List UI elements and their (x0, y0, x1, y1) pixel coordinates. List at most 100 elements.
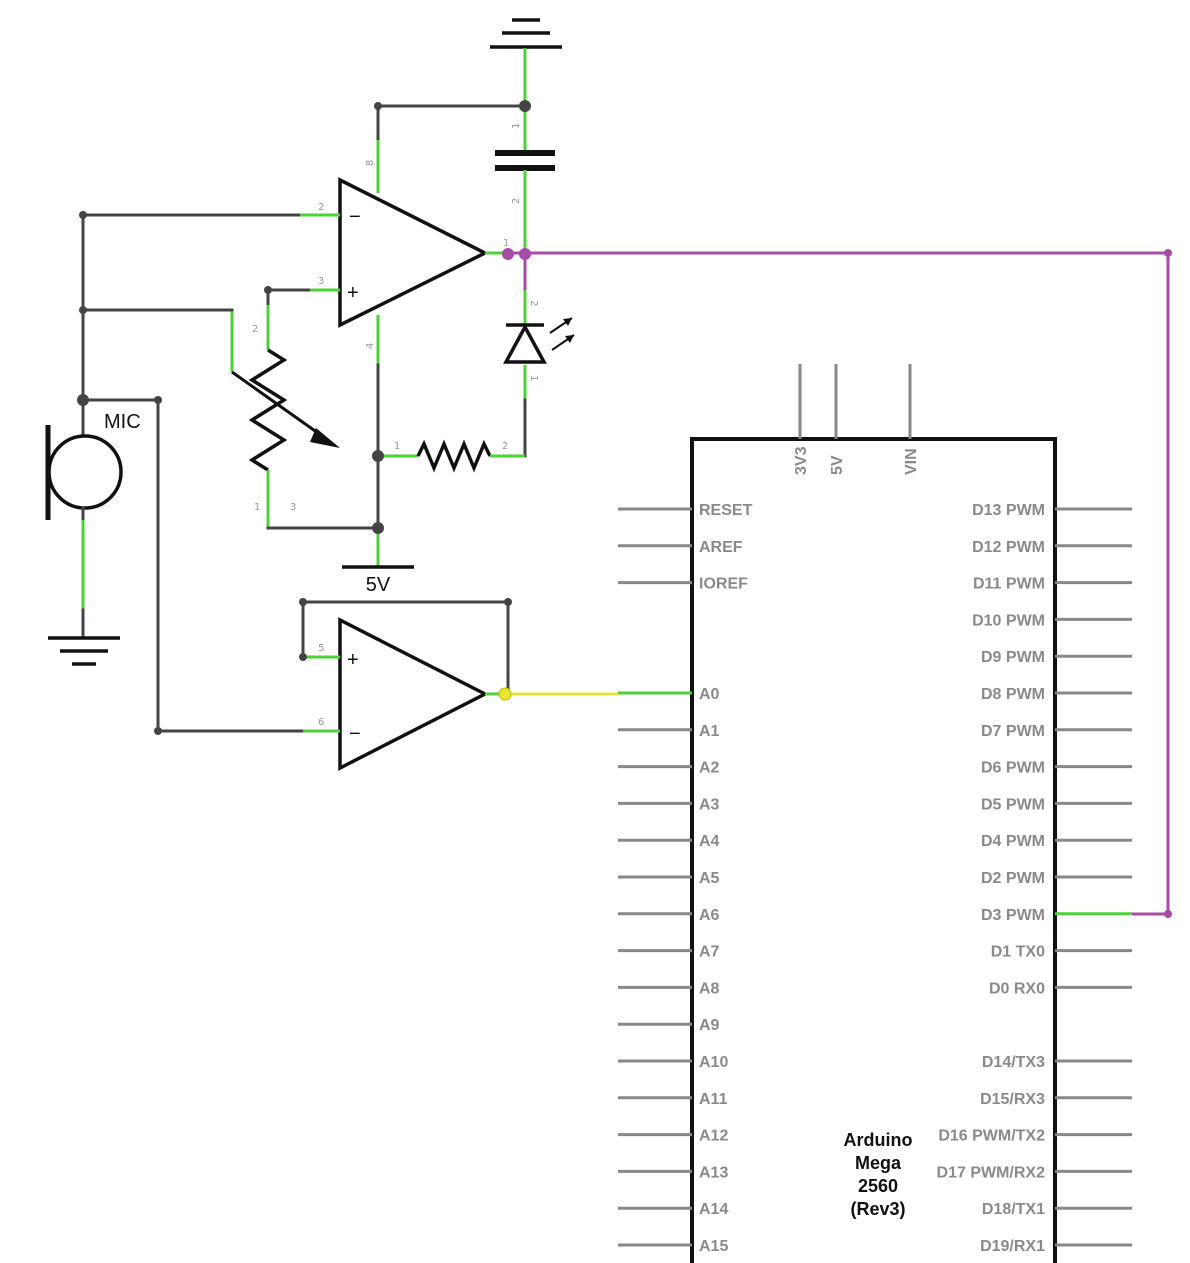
arduino-pin-label-aref: AREF (699, 539, 743, 556)
opamp-2-pin-6-num: 6 (318, 717, 324, 728)
arduino-pin-label-d14-tx3: D14/TX3 (982, 1054, 1045, 1071)
arduino-pin-label-a4: A4 (699, 833, 720, 850)
arduino-pin-label-a14: A14 (699, 1201, 728, 1218)
arduino-pin-label-a8: A8 (699, 980, 720, 997)
led-pin-2-num: 2 (528, 300, 539, 306)
resistor-pin-2-num: 2 (502, 441, 508, 452)
arduino-pin-label-d17-pwm-rx2: D17 PWM/RX2 (937, 1164, 1046, 1181)
arduino-pin-label-d8-pwm: D8 PWM (981, 686, 1045, 703)
arduino-pin-label-d15-rx3: D15/RX3 (980, 1091, 1045, 1108)
arduino-pin-label-d4-pwm: D4 PWM (981, 833, 1045, 850)
opamp-2-plus-sign: + (347, 649, 359, 671)
arduino-pin-d2-pwm: D2 PWM (981, 870, 1132, 887)
arduino-pin-d19-rx1: D19/RX1 (980, 1238, 1132, 1255)
arduino-pin-label-d10-pwm: D10 PWM (972, 612, 1045, 629)
arduino-pin-label-a2: A2 (699, 760, 720, 777)
potentiometer-pin-3-num: 3 (290, 502, 296, 513)
microphone: MIC (45, 213, 160, 733)
arduino-pin-d17-pwm-rx2: D17 PWM/RX2 (937, 1164, 1132, 1181)
arduino-pin-d16-pwm-tx2: D16 PWM/TX2 (938, 1128, 1132, 1145)
opamp-2-minus-sign: − (349, 723, 361, 745)
arduino-pin-label-3v3: 3V3 (793, 446, 810, 475)
opamp-2-pin-5-num: 5 (318, 643, 324, 654)
arduino-pin-a14: A14 (618, 1201, 728, 1218)
arduino-pin-label-a0: A0 (699, 686, 720, 703)
arduino-pin-label-a15: A15 (699, 1238, 728, 1255)
arduino-pin-label-a13: A13 (699, 1164, 728, 1181)
arduino-pin-d4-pwm: D4 PWM (981, 833, 1132, 850)
arduino-pin-d3-pwm: D3 PWM (981, 907, 1132, 924)
opamp-1-pin-2-num: 2 (318, 202, 324, 213)
opamp-1-pin-8-num: 8 (365, 160, 376, 166)
arduino-pin-reset: RESET (618, 502, 753, 519)
opamp-1-triangle (338, 177, 489, 328)
opamp-2-triangle (338, 617, 489, 771)
arduino-pin-a4: A4 (618, 833, 720, 850)
arduino-pin-label-5v: 5V (829, 455, 846, 475)
arduino-pin-label-a5: A5 (699, 870, 720, 887)
capacitor-pin-1-num: 1 (511, 123, 522, 129)
arduino-pin-label-d6-pwm: D6 PWM (981, 760, 1045, 777)
arduino-right-pins: D13 PWM D12 PWM D11 PWM D10 PWM D9 PWM D8 PWM… (937, 502, 1132, 1255)
arduino-pin-a13: A13 (618, 1164, 728, 1181)
arduino-pin-a12: A12 (618, 1128, 728, 1145)
arduino-board-outline (690, 437, 1057, 1263)
arduino-pin-label-a1: A1 (699, 723, 720, 740)
led-pin-1-num: 1 (528, 375, 539, 381)
arduino-pin-a5: A5 (618, 870, 720, 887)
arduino-pin-d11-pwm: D11 PWM (973, 576, 1132, 593)
arduino-pin-d14-tx3: D14/TX3 (982, 1054, 1132, 1071)
arduino-pin-d7-pwm: D7 PWM (981, 723, 1132, 740)
junction-nodes (77, 100, 531, 735)
opamp-1-plus-sign: + (347, 282, 359, 304)
opamp-1-minus-sign: − (349, 206, 361, 228)
arduino-pin-d13-pwm: D13 PWM (972, 502, 1132, 519)
arduino-pin-label-d19-rx1: D19/RX1 (980, 1238, 1045, 1255)
arduino-pin-label-d3-pwm: D3 PWM (981, 907, 1045, 924)
potentiometer: 2 1 3 (230, 288, 380, 530)
arduino-pin-label-a12: A12 (699, 1128, 728, 1145)
arduino-pin-label-reset: RESET (699, 502, 753, 519)
potentiometer-pin-1-num: 1 (254, 502, 260, 513)
arduino-mega-board: 3V3 5V VIN RESET AREF IOREF A0A1A2A3A4A5A6A7A… (618, 364, 1132, 1263)
arduino-pin-3v3: 3V3 (793, 364, 810, 475)
arduino-pin-label-d13-pwm: D13 PWM (972, 502, 1045, 519)
arduino-pin-5v: 5V (829, 364, 846, 475)
opamp-1-pin-1-num: 1 (503, 238, 509, 249)
arduino-pin-label-d1-tx0: D1 TX0 (991, 944, 1045, 961)
capacitor: 1 2 (495, 106, 555, 250)
arduino-pin-label-a10: A10 (699, 1054, 728, 1071)
arduino-pin-label-d18-tx1: D18/TX1 (982, 1201, 1045, 1218)
arduino-name-line-4: (Rev3) (850, 1199, 905, 1219)
arduino-pin-label-d5-pwm: D5 PWM (981, 796, 1045, 813)
arduino-pin-label-d0-rx0: D0 RX0 (989, 980, 1045, 997)
opamp-1-pin-4-num: 4 (365, 343, 376, 349)
arduino-pin-ioref: IOREF (618, 576, 748, 593)
arduino-pin-label-d9-pwm: D9 PWM (981, 649, 1045, 666)
a0-net-wire (498, 687, 618, 701)
arduino-pin-label-d16-pwm-tx2: D16 PWM/TX2 (938, 1128, 1045, 1145)
arduino-pin-label-d11-pwm: D11 PWM (973, 576, 1045, 593)
arduino-pin-d8-pwm: D8 PWM (981, 686, 1132, 703)
supply-5v-label: 5V (366, 574, 391, 596)
arduino-pin-a11: A11 (618, 1091, 728, 1108)
arduino-pin-label-d7-pwm: D7 PWM (981, 723, 1045, 740)
arduino-top-pins: 3V3 5V VIN (793, 364, 920, 475)
arduino-pin-label-d12-pwm: D12 PWM (972, 539, 1045, 556)
arduino-pin-vin: VIN (903, 364, 920, 475)
arduino-pin-a7: A7 (618, 944, 720, 961)
capacitor-pin-2-num: 2 (511, 198, 522, 204)
arduino-pin-label-a3: A3 (699, 796, 720, 813)
arduino-pin-a2: A2 (618, 760, 720, 777)
arduino-pin-a1: A1 (618, 723, 720, 740)
arduino-pin-label-ioref: IOREF (699, 576, 748, 593)
arduino-pin-a6: A6 (618, 907, 720, 924)
opamp-1-pin-3-num: 3 (318, 276, 324, 287)
arduino-pin-label-a9: A9 (699, 1017, 720, 1034)
arduino-pin-label-a6: A6 (699, 907, 720, 924)
led: 2 1 (503, 290, 575, 458)
arduino-pin-d6-pwm: D6 PWM (981, 760, 1132, 777)
opamp-2: + − (338, 617, 489, 771)
